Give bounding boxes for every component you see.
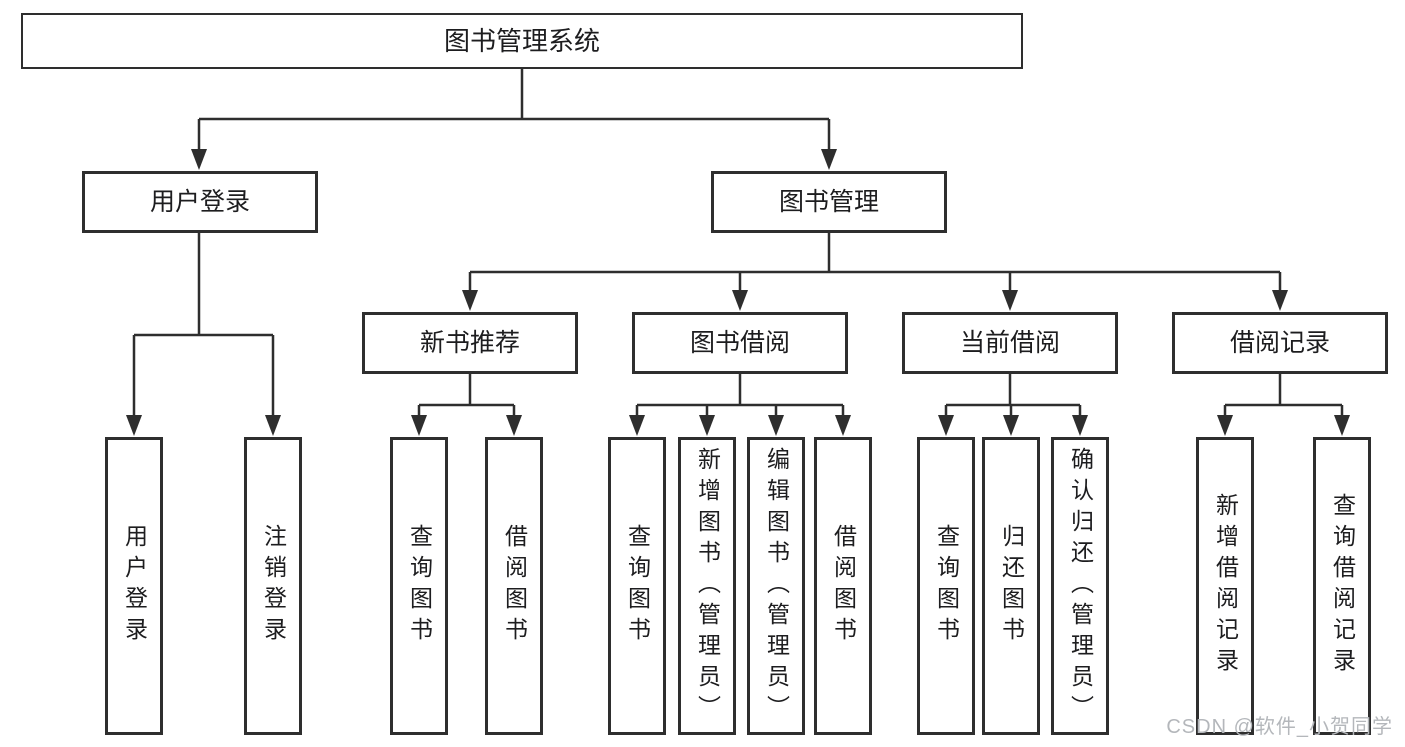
leaf-query-books-current: 查询图书 [917, 437, 975, 735]
leaf-return-books-label: 归还图书 [998, 524, 1025, 648]
node-current-borrow: 当前借阅 [902, 312, 1118, 374]
leaf-confirm-return-admin-label: 确认归还（管理员） [1067, 446, 1094, 726]
leaf-confirm-return-admin: 确认归还（管理员） [1051, 437, 1109, 735]
leaf-borrow-books: 借阅图书 [814, 437, 872, 735]
node-book-borrow: 图书借阅 [632, 312, 848, 374]
node-new-book-recommend: 新书推荐 [362, 312, 578, 374]
leaf-add-books-admin: 新增图书（管理员） [678, 437, 736, 735]
leaf-query-books-borrow-label: 查询图书 [624, 524, 651, 648]
leaf-add-books-admin-label: 新增图书（管理员） [694, 446, 721, 726]
leaf-add-borrow-record-label: 新增借阅记录 [1212, 493, 1239, 679]
leaf-query-books-current-label: 查询图书 [933, 524, 960, 648]
leaf-borrow-books-recommend: 借阅图书 [485, 437, 543, 735]
node-book-management: 图书管理 [711, 171, 947, 233]
leaf-edit-books-admin: 编辑图书（管理员） [747, 437, 805, 735]
leaf-query-books-recommend: 查询图书 [390, 437, 448, 735]
node-root-title: 图书管理系统 [21, 13, 1023, 69]
leaf-user-login-label: 用户登录 [121, 524, 148, 648]
leaf-edit-books-admin-label: 编辑图书（管理员） [763, 446, 790, 726]
node-user-login: 用户登录 [82, 171, 318, 233]
watermark: CSDN @软件_小贺同学 [1166, 716, 1393, 738]
leaf-logout-label: 注销登录 [260, 524, 287, 648]
leaf-borrow-books-recommend-label: 借阅图书 [501, 524, 528, 648]
leaf-logout: 注销登录 [244, 437, 302, 735]
leaf-borrow-books-label: 借阅图书 [830, 524, 857, 648]
leaf-query-books-borrow: 查询图书 [608, 437, 666, 735]
leaf-return-books: 归还图书 [982, 437, 1040, 735]
leaf-query-borrow-record-label: 查询借阅记录 [1329, 493, 1356, 679]
node-borrow-records: 借阅记录 [1172, 312, 1388, 374]
leaf-query-books-recommend-label: 查询图书 [406, 524, 433, 648]
leaf-add-borrow-record: 新增借阅记录 [1196, 437, 1254, 735]
leaf-query-borrow-record: 查询借阅记录 [1313, 437, 1371, 735]
leaf-user-login: 用户登录 [105, 437, 163, 735]
